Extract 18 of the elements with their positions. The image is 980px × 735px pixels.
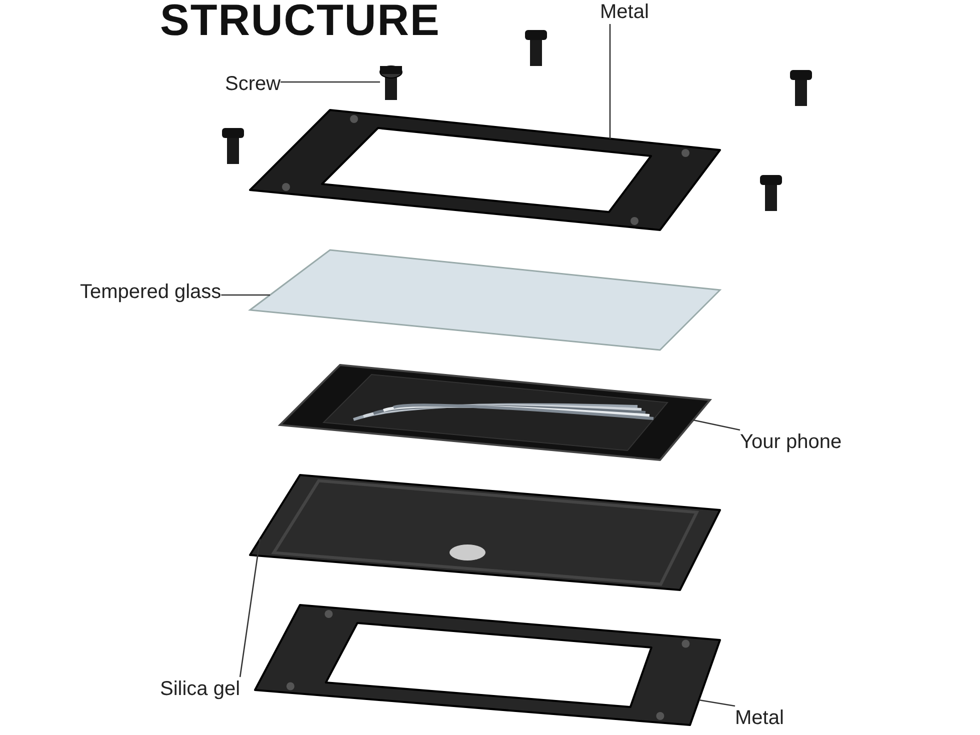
leader-line <box>692 419 740 431</box>
part-label: Your phone <box>740 430 842 454</box>
leader-line <box>609 24 611 139</box>
tempered-glass-drawing <box>250 250 720 350</box>
leader-line <box>221 294 270 296</box>
leader-line <box>239 538 261 678</box>
leader-line <box>280 81 380 83</box>
metal-frame-drawing <box>250 110 720 230</box>
title: STRUCTURE <box>160 0 440 46</box>
part-label: Silica gel <box>160 677 240 701</box>
leader-line <box>698 699 736 707</box>
part-label: Metal <box>735 706 784 730</box>
part-label: Tempered glass <box>80 280 222 304</box>
part-label: Metal <box>600 0 649 24</box>
phone-drawing <box>280 365 710 460</box>
metal-frame-drawing <box>255 605 720 725</box>
silica-gel-case-drawing <box>250 475 720 590</box>
part-label: Screw <box>225 72 281 96</box>
